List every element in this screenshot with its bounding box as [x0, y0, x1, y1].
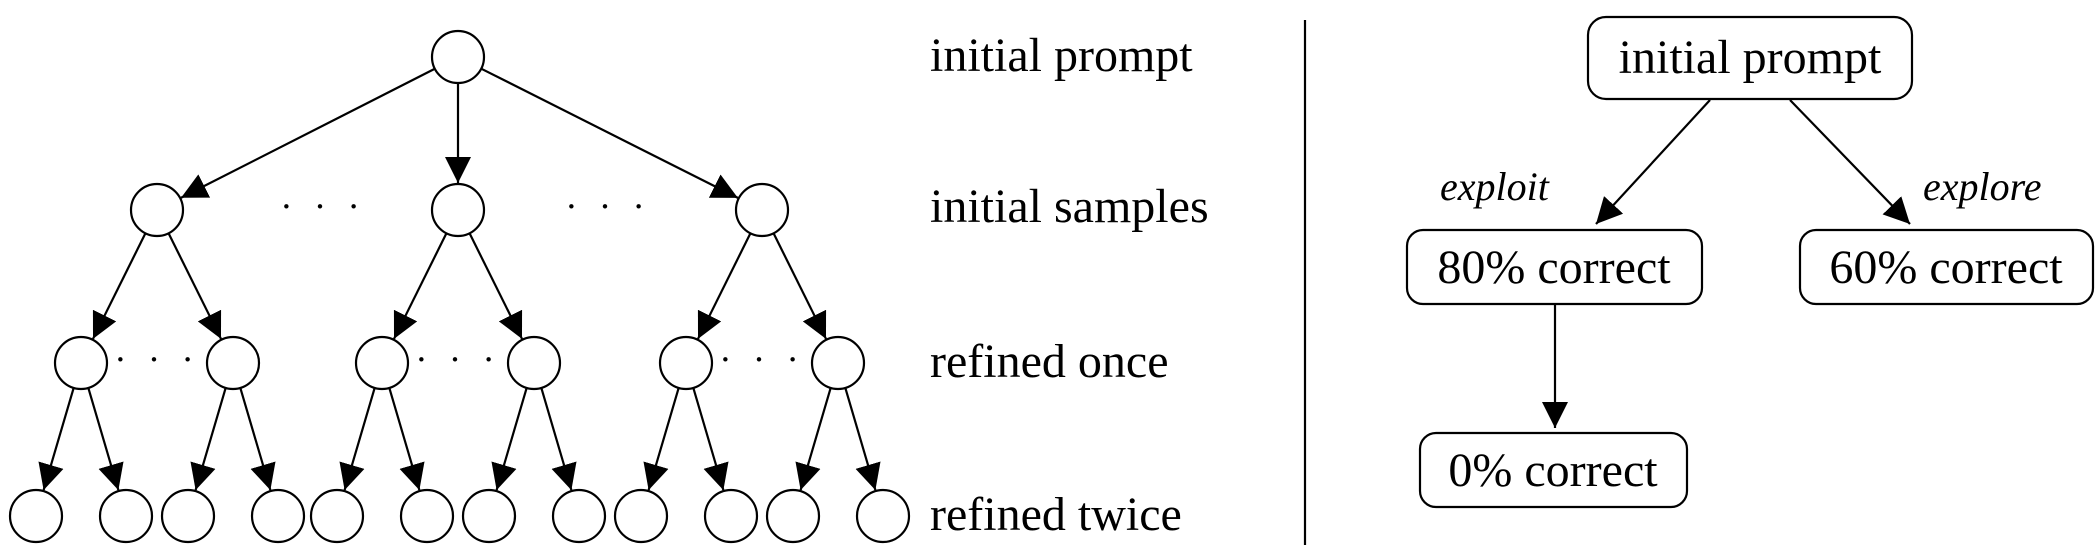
ellipsis-refined-once-3: · · ·: [720, 340, 804, 380]
tree-edge-refined-once-to-twice-8: [540, 387, 577, 491]
tree-node-initial-prompt: [430, 29, 486, 85]
tree-edge-sample-to-refined-once-1: [92, 232, 147, 340]
exploit-node-label: 80% correct: [1437, 241, 1671, 294]
exploit-explore-panel: initial prompt 80% correct 60% correct 0…: [1405, 15, 2095, 509]
tree-node-refined-once-3: [354, 335, 410, 391]
tree-node-refined-once-6: [810, 335, 866, 391]
tree-edge-root-to-sample-1: [180, 67, 436, 199]
exploit-node-box: [1405, 228, 1704, 306]
tree-edge-sample-to-refined-once-6: [772, 232, 827, 340]
refined-node-label: 0% correct: [1448, 444, 1658, 497]
tree-node-refined-once-2: [205, 335, 261, 391]
tree-node-initial-sample-1: [129, 182, 185, 238]
tree-edge-root-to-sample-3: [480, 67, 739, 199]
tree-edge-refined-once-to-twice-11: [795, 387, 832, 491]
tree-node-refined-twice-12: [855, 488, 911, 544]
edge-root-to-exploit: [1595, 99, 1711, 225]
explore-node-label: 60% correct: [1829, 241, 2063, 294]
tree-node-refined-twice-8: [551, 488, 607, 544]
tree-node-refined-once-5: [658, 335, 714, 391]
tree-node-refined-twice-2: [98, 488, 154, 544]
tree-node-refined-once-4: [506, 335, 562, 391]
tree-node-refined-twice-3: [160, 488, 216, 544]
refined-node-box: [1418, 431, 1689, 509]
ellipsis-initial-samples-right: · · ·: [566, 187, 650, 227]
tree-edge-refined-once-to-twice-9: [643, 387, 680, 491]
exploit-label: exploit: [1440, 164, 1550, 209]
tree-edge-sample-to-refined-once-5: [697, 232, 752, 340]
tree-edge-refined-once-to-twice-4: [239, 387, 276, 491]
tree-node-refined-twice-6: [399, 488, 455, 544]
explore-label: explore: [1923, 164, 2041, 209]
ellipsis-refined-once-2: · · ·: [416, 340, 500, 380]
tree-node-refined-twice-7: [461, 488, 517, 544]
root-node-label: initial prompt: [1619, 31, 1882, 84]
edge-root-to-explore: [1789, 99, 1911, 225]
tree-edge-refined-once-to-twice-10: [692, 387, 729, 491]
tree-edge-refined-once-to-twice-3: [190, 387, 227, 491]
tree-node-refined-twice-5: [309, 488, 365, 544]
tree-node-refined-twice-10: [703, 488, 759, 544]
tree-node-initial-sample-3: [734, 182, 790, 238]
level-label-refined-once: refined once: [930, 335, 1169, 388]
tree-edge-sample-to-refined-once-2: [167, 232, 222, 340]
tree-edge-refined-once-to-twice-12: [844, 387, 881, 491]
tree-node-refined-twice-1: [8, 488, 64, 544]
tree-edge-refined-once-to-twice-5: [339, 387, 376, 491]
tree-node-refined-once-1: [53, 335, 109, 391]
tree-node-initial-sample-2: [430, 182, 486, 238]
level-labels: initial prompt initial samples refined o…: [930, 29, 1209, 541]
tree-edge-sample-to-refined-once-4: [468, 232, 523, 340]
level-label-initial-prompt: initial prompt: [930, 29, 1193, 82]
tree-edge-refined-once-to-twice-7: [491, 387, 528, 491]
level-label-initial-samples: initial samples: [930, 180, 1209, 233]
tree-edge-refined-once-to-twice-1: [38, 387, 75, 491]
tree-node-refined-twice-11: [765, 488, 821, 544]
tree-node-refined-twice-4: [250, 488, 306, 544]
tree-edge-refined-once-to-twice-6: [388, 387, 425, 491]
ellipsis-initial-samples-left: · · ·: [281, 187, 365, 227]
level-label-refined-twice: refined twice: [930, 488, 1182, 541]
ellipsis-refined-once-1: · · ·: [115, 340, 199, 380]
tree-edge-sample-to-refined-once-3: [393, 232, 448, 340]
sample-tree: · · · · · · · · · · · · · · ·: [8, 29, 911, 544]
root-node-box: [1586, 15, 1914, 101]
tree-edge-refined-once-to-twice-2: [87, 387, 124, 491]
explore-node-box: [1798, 228, 2095, 306]
tree-node-refined-twice-9: [613, 488, 669, 544]
